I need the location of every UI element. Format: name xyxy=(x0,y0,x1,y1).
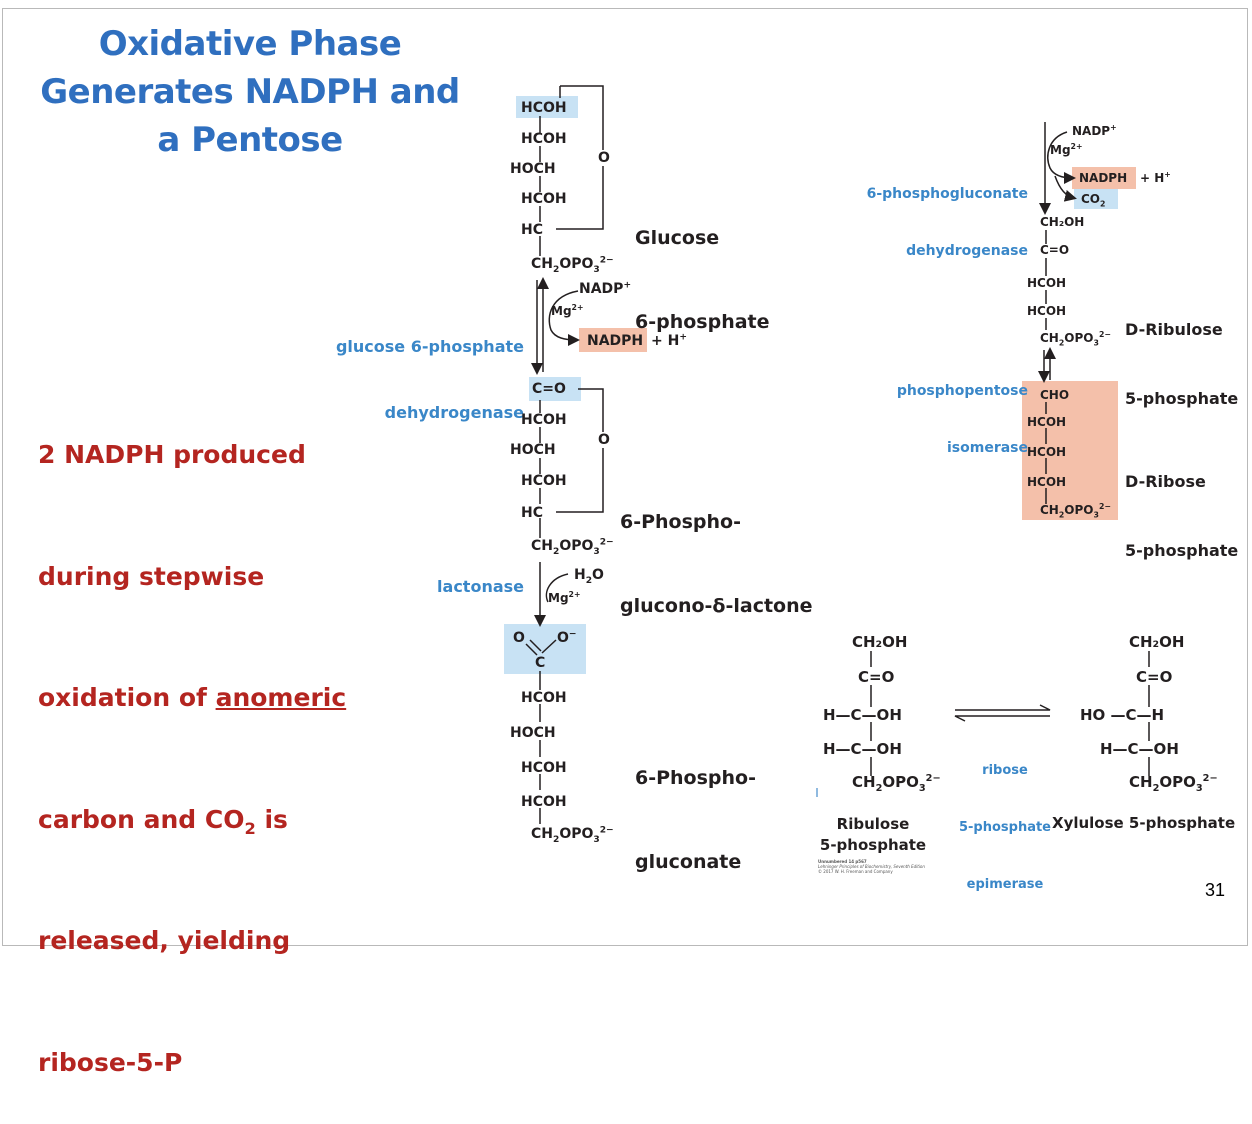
lactone-c1: C=O xyxy=(532,381,566,397)
xylulose-c1: CH₂OH xyxy=(1129,633,1185,651)
lactonase-label: lactonase xyxy=(437,577,524,596)
ribose-c1: CHO xyxy=(1040,388,1070,402)
ribulose-c1: CH₂OH xyxy=(1040,215,1085,229)
page-number: 31 xyxy=(1205,880,1226,900)
ribulose-c3: HCOH xyxy=(1027,276,1067,290)
ribose-c5: CH2OPO32− xyxy=(1040,502,1111,520)
g6p-c3: HOCH xyxy=(510,161,556,177)
proton-product-2: + H+ xyxy=(1140,170,1171,185)
nadph-highlight-2 xyxy=(1072,167,1136,189)
gluconate-c6: CH2OPO32− xyxy=(531,825,614,845)
slide-frame xyxy=(2,8,1248,946)
phosphoglucono-lactone-label: 6-Phospho- glucono-δ-lactone xyxy=(620,511,813,617)
ribulose-c2: C=O xyxy=(1040,243,1070,257)
gluconate-c4: HCOH xyxy=(521,760,567,776)
proton-product-1: + H+ xyxy=(651,332,687,349)
carboxylate-carbon: C xyxy=(535,655,546,671)
phosphogluconate-label: 6-Phospho- gluconate xyxy=(635,767,756,873)
note-line-1: 2 NADPH produced xyxy=(38,440,306,469)
g6p-c4: HCOH xyxy=(521,191,567,207)
lactone-c4: HCOH xyxy=(521,473,567,489)
ribose-c4: HCOH xyxy=(1027,475,1067,489)
magnesium-2: Mg2+ xyxy=(548,590,581,605)
g6p-ring-oxygen: O xyxy=(598,150,610,166)
ribulose-5-phosphate-label: Ribulose 5-phosphate xyxy=(819,815,927,854)
note-line-3: oxidation of anomeric xyxy=(38,683,347,712)
ribulose-epi-c4: H—C—OH xyxy=(823,740,902,758)
xylulose-c5: CH2OPO32− xyxy=(1129,773,1218,794)
co2-highlight xyxy=(1074,189,1118,209)
ribulose-epi-c1: CH₂OH xyxy=(852,633,908,651)
ribose-c3: HCOH xyxy=(1027,445,1067,459)
ribulose-epi-c2: C=O xyxy=(858,668,895,686)
carboxylate-oxygen-2: O− xyxy=(557,629,577,646)
lactone-c5: HC xyxy=(521,505,543,521)
xylulose-c3: HO —C—H xyxy=(1080,706,1165,724)
magnesium-1: Mg2+ xyxy=(551,303,584,318)
gluconate-c3: HOCH xyxy=(510,725,556,741)
ribulose-c5: CH2OPO32− xyxy=(1040,330,1111,348)
g6p-c6: CH2OPO32− xyxy=(531,255,614,275)
lactone-ring-oxygen: O xyxy=(598,432,610,448)
d-ribose-5-phosphate-label: D-Ribose 5-phosphate xyxy=(1125,472,1239,560)
anomeric-word: anomeric xyxy=(215,683,347,712)
g6p-c2: HCOH xyxy=(521,131,567,147)
reaction-line-art xyxy=(525,85,1150,824)
gluconate-c5: HCOH xyxy=(521,794,567,810)
g6p-c5: HC xyxy=(521,222,543,238)
title-line-2: Generates NADPH and xyxy=(40,72,460,112)
note-line-2: during stepwise xyxy=(38,561,265,591)
ribose-5-phosphate-epimerase-label: ribose 5-phosphate epimerase xyxy=(958,763,1052,892)
nadp-plus-1: NADP+ xyxy=(579,280,632,297)
anomeric-carbon-highlight xyxy=(516,96,578,118)
nadph-product-1: NADPH xyxy=(587,333,644,349)
xylulose-c2: C=O xyxy=(1136,668,1173,686)
ribulose-c4: HCOH xyxy=(1027,304,1067,318)
magnesium-3: Mg2+ xyxy=(1050,142,1083,157)
water-reactant: H2O xyxy=(574,567,604,586)
phosphopentose-isomerase-label: phosphopentose isomerase xyxy=(896,383,1028,456)
note-line-6: ribose-5-P xyxy=(38,1047,183,1077)
ribulose-epi-c3: H—C—OH xyxy=(823,706,902,724)
xylulose-c4: H—C—OH xyxy=(1100,740,1179,758)
d-ribulose-5-phosphate-label: D-Ribulose 5-phosphate xyxy=(1125,320,1239,408)
lactone-c3: HOCH xyxy=(510,442,556,458)
phosphogluconate-dehydrogenase-label: 6-phosphogluconate dehydrogenase xyxy=(866,186,1028,259)
nadp-plus-2: NADP+ xyxy=(1072,123,1117,138)
note-line-4: carbon and CO2 is xyxy=(38,804,288,838)
g6p-c1: HCOH xyxy=(521,100,567,116)
lactone-c2: HCOH xyxy=(521,412,567,428)
title-line-3: a Pentose xyxy=(157,120,343,160)
ribose-highlight xyxy=(1022,381,1118,520)
ribulose-epi-c5: CH2OPO32− xyxy=(852,773,941,794)
slide-title: Oxidative Phase Generates NADPH and a Pe… xyxy=(10,20,490,164)
ribose-c2: HCOH xyxy=(1027,415,1067,429)
carboxylate-oxygen-1: O xyxy=(513,630,525,646)
glucose-6-phosphate-dehydrogenase-label: glucose 6-phosphate dehydrogenase xyxy=(335,337,524,422)
carboxylate-highlight xyxy=(504,624,586,674)
nadph-highlight-1 xyxy=(579,328,647,352)
figure-credit: Unnumbered 14 p567 Lehninger Principles … xyxy=(818,859,925,874)
nadph-product-2: NADPH xyxy=(1079,171,1128,185)
xylulose-5-phosphate-label: Xylulose 5-phosphate xyxy=(1052,814,1236,832)
glucose-6-phosphate-label: Glucose 6-phosphate xyxy=(635,227,770,333)
title-line-1: Oxidative Phase xyxy=(98,24,402,64)
gluconate-c2: HCOH xyxy=(521,690,567,706)
carbonyl-highlight xyxy=(529,377,581,401)
co2-product: CO2 xyxy=(1081,192,1106,209)
lactone-c6: CH2OPO32− xyxy=(531,537,614,557)
